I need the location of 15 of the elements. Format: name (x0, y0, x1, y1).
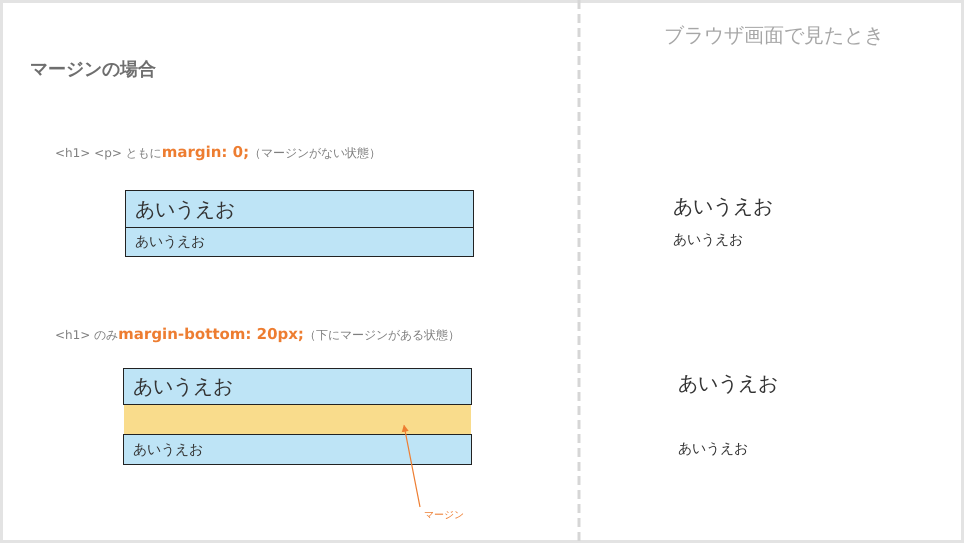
title: マージンの場合 (30, 58, 156, 81)
margin-band (124, 405, 471, 434)
heading-block: あいうえお (123, 368, 472, 405)
code-note: <h1> <p> ともにmargin: 0;（マージンがない状態） (55, 143, 382, 162)
preview-heading-text: あいうえお (678, 370, 778, 397)
preview-heading-text: あいうえお (673, 193, 773, 220)
preview-paragraph-text: あいうえお (678, 440, 748, 458)
column-heading: ブラウザ画面で見たとき (664, 22, 884, 49)
leader-arrow (402, 424, 421, 508)
preview-paragraph-text: あいうえお (673, 231, 743, 249)
code-note: <h1> のみmargin-bottom: 20px;（下にマージンがある状態） (55, 325, 460, 344)
heading-block: あいうえお (125, 190, 474, 228)
paragraph-block: あいうえお (123, 434, 472, 465)
leader-label: マージン (414, 507, 474, 525)
paragraph-block: あいうえお (125, 227, 474, 257)
